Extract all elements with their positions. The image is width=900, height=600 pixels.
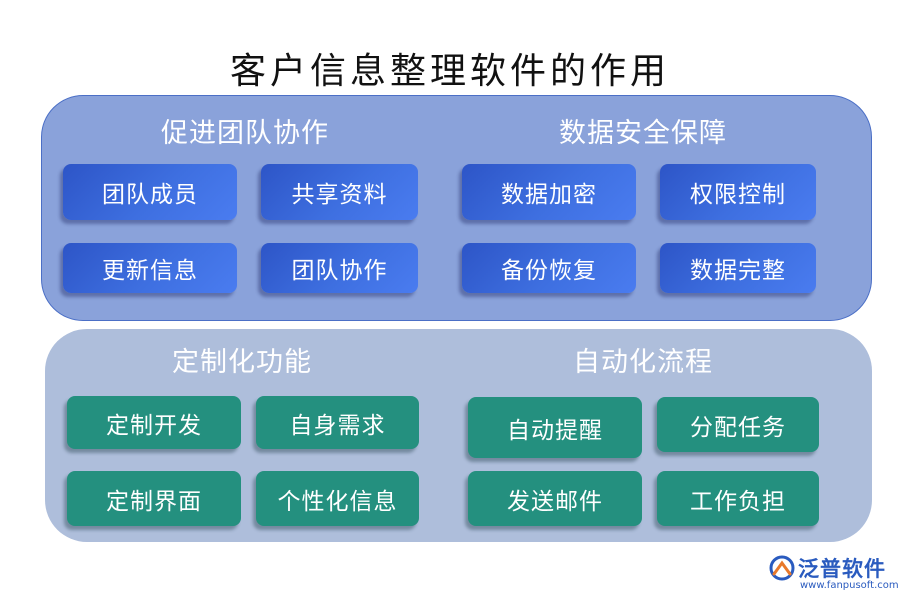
team-collab-heading: 促进团队协作: [161, 118, 329, 149]
data-integrity-box: 数据完整: [660, 243, 816, 293]
backup-restore-box: 备份恢复: [462, 243, 636, 293]
auto-reminder-box: 自动提醒: [468, 397, 642, 458]
permission-control-box: 权限控制: [660, 164, 816, 220]
workload-box: 工作负担: [657, 471, 819, 526]
brand-logo-icon: [769, 555, 795, 581]
custom-dev-box: 定制开发: [67, 396, 241, 449]
personalized-info-box: 个性化信息: [256, 471, 419, 526]
brand-logo: 泛普软件 www.fanpusoft.com: [768, 550, 899, 594]
team-members-box: 团队成员: [63, 164, 237, 220]
brand-url: www.fanpusoft.com: [800, 580, 899, 591]
shared-data-box: 共享资料: [261, 164, 418, 220]
own-needs-box: 自身需求: [256, 396, 419, 449]
assign-task-box: 分配任务: [657, 397, 819, 452]
data-encryption-box: 数据加密: [462, 164, 636, 220]
team-work-box: 团队协作: [261, 243, 418, 293]
customization-heading: 定制化功能: [172, 347, 312, 378]
diagram-title: 客户信息整理软件的作用: [229, 51, 670, 92]
brand-name: 泛普软件: [798, 557, 886, 581]
custom-ui-box: 定制界面: [67, 471, 241, 526]
update-info-box: 更新信息: [63, 243, 237, 293]
send-email-box: 发送邮件: [468, 471, 642, 526]
data-security-heading: 数据安全保障: [559, 118, 727, 149]
automation-heading: 自动化流程: [573, 347, 713, 378]
